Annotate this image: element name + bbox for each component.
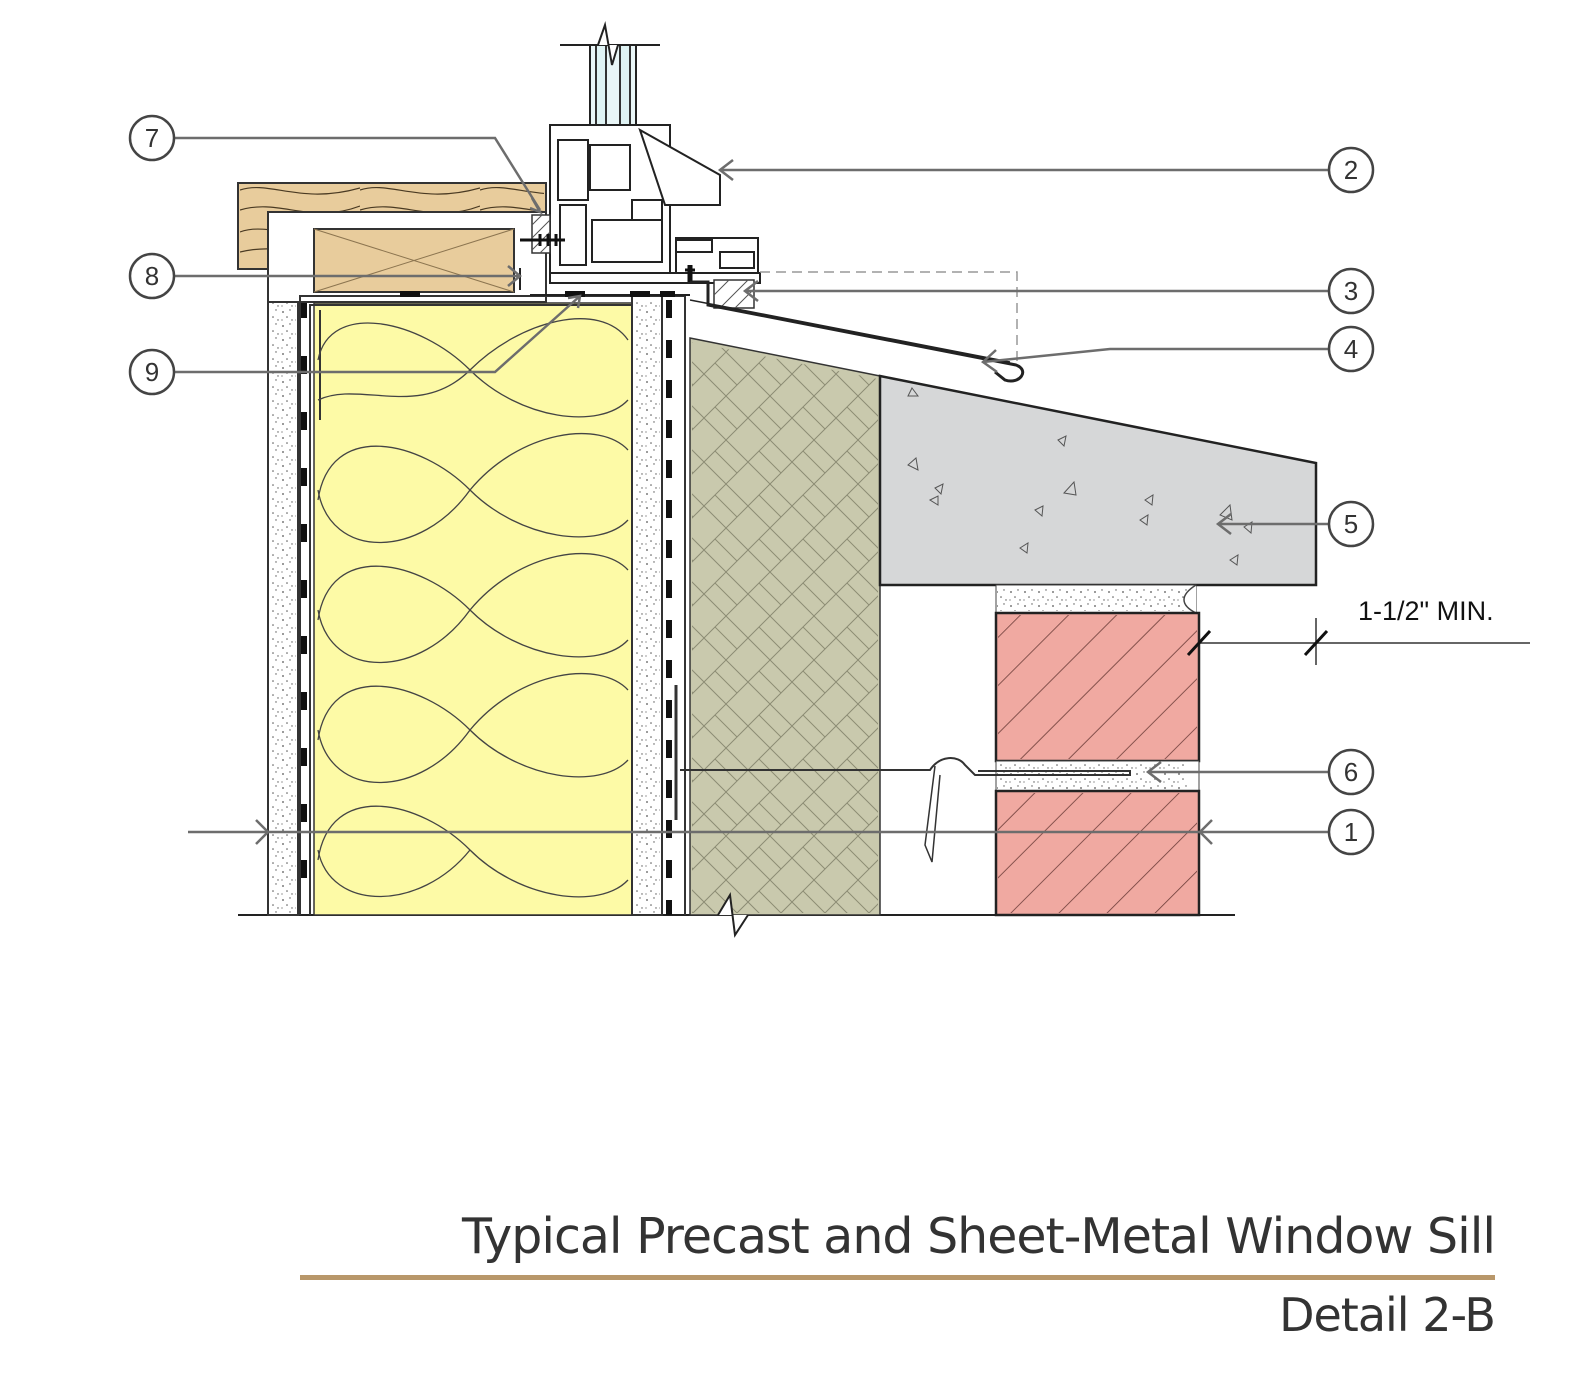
batt-insulation xyxy=(313,302,633,916)
callout-5: 5 xyxy=(1327,500,1375,548)
leader-lines xyxy=(175,136,1328,845)
detail-number: Detail 2-B xyxy=(1279,1288,1496,1342)
callout-9: 9 xyxy=(128,348,176,396)
svg-text:2: 2 xyxy=(1344,155,1358,185)
svg-text:8: 8 xyxy=(145,261,159,291)
svg-text:1: 1 xyxy=(1344,817,1358,847)
callout-6: 6 xyxy=(1327,748,1375,796)
callout-7: 7 xyxy=(128,114,176,162)
svg-text:9: 9 xyxy=(145,357,159,387)
precast-sill xyxy=(878,374,1318,587)
callout-4: 4 xyxy=(1327,325,1375,373)
svg-text:7: 7 xyxy=(145,123,159,153)
dimension-overhang: 1-1/2" MIN. xyxy=(1186,596,1530,665)
svg-text:6: 6 xyxy=(1344,757,1358,787)
callout-2: 2 xyxy=(1327,146,1375,194)
svg-text:3: 3 xyxy=(1344,276,1358,306)
brick-tie xyxy=(680,757,1131,776)
svg-text:5: 5 xyxy=(1344,509,1358,539)
sheet-metal-flashing xyxy=(690,280,1025,383)
callout-1: 1 xyxy=(1327,808,1375,856)
drawing-title: Typical Precast and Sheet-Metal Window S… xyxy=(461,1208,1496,1265)
dimension-label: 1-1/2" MIN. xyxy=(1358,596,1494,626)
callout-3: 3 xyxy=(1327,267,1375,315)
title-divider xyxy=(300,1275,1495,1280)
svg-text:4: 4 xyxy=(1344,334,1358,364)
callout-8: 8 xyxy=(128,252,176,300)
